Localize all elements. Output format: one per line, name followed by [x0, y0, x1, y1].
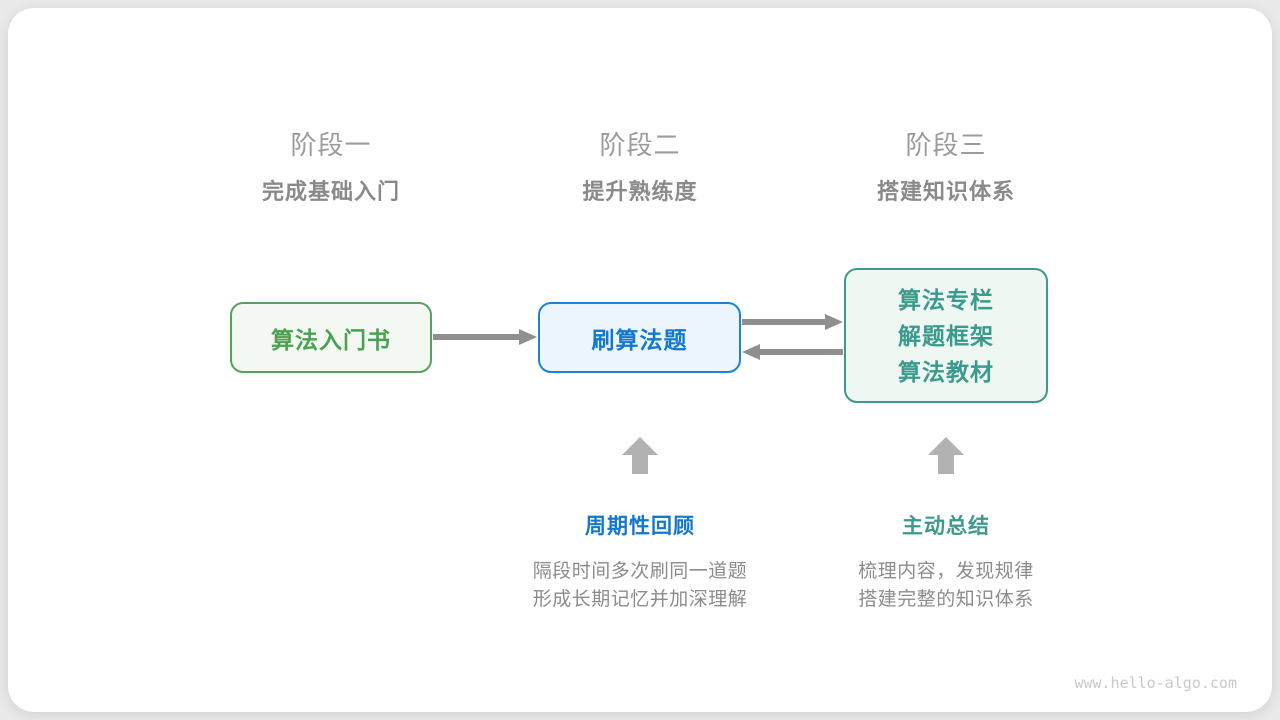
stage-1-subtitle: 完成基础入门	[261, 179, 400, 204]
node-resources-line-3: 算法教材	[898, 358, 994, 385]
review-description: 隔段时间多次刷同一道题 形成长期记忆并加深理解	[470, 558, 810, 614]
arrow-shaft	[433, 334, 519, 340]
node-practice-label: 刷算法题	[591, 326, 688, 353]
arrow-intro-to-practice-icon	[433, 329, 537, 345]
stage-1-title: 阶段一	[290, 130, 372, 160]
review-desc-line-1: 隔段时间多次刷同一道题	[532, 561, 748, 582]
up-arrow-review-icon	[622, 437, 658, 474]
up-arrow-summarize-icon	[928, 437, 964, 474]
review-label: 周期性回顾	[585, 515, 695, 538]
watermark: www.hello-algo.com	[1074, 674, 1237, 692]
arrow-head-right-icon	[519, 329, 537, 345]
stage-2-title: 阶段二	[599, 130, 681, 160]
stage-3-subtitle: 搭建知识体系	[876, 179, 1015, 204]
stage-3-title: 阶段三	[905, 130, 987, 160]
arrow-resources-to-practice-icon	[742, 344, 843, 360]
arrow-head-right-icon	[825, 314, 843, 330]
arrow-shaft	[760, 349, 843, 355]
node-practice: 刷算法题	[538, 302, 741, 373]
up-arrow-head	[622, 437, 658, 455]
node-intro-book: 算法入门书	[230, 302, 432, 373]
node-intro-book-label: 算法入门书	[271, 326, 391, 353]
summarize-description: 梳理内容，发现规律 搭建完整的知识体系	[776, 558, 1116, 614]
summarize-desc-line-1: 梳理内容，发现规律	[858, 561, 1034, 582]
up-arrow-stem	[938, 455, 954, 474]
summarize-label: 主动总结	[902, 515, 990, 538]
review-desc-line-2: 形成长期记忆并加深理解	[532, 589, 748, 610]
summarize-desc-line-2: 搭建完整的知识体系	[858, 589, 1034, 610]
stage-2-subtitle: 提升熟练度	[582, 179, 698, 204]
node-resources: 算法专栏 解题框架 算法教材	[844, 268, 1048, 403]
arrow-practice-to-resources-icon	[742, 314, 843, 330]
node-resources-line-1: 算法专栏	[898, 286, 994, 313]
up-arrow-head	[928, 437, 964, 455]
arrow-shaft	[742, 319, 825, 325]
arrow-head-left-icon	[742, 344, 760, 360]
up-arrow-stem	[632, 455, 648, 474]
node-resources-line-2: 解题框架	[898, 322, 994, 349]
